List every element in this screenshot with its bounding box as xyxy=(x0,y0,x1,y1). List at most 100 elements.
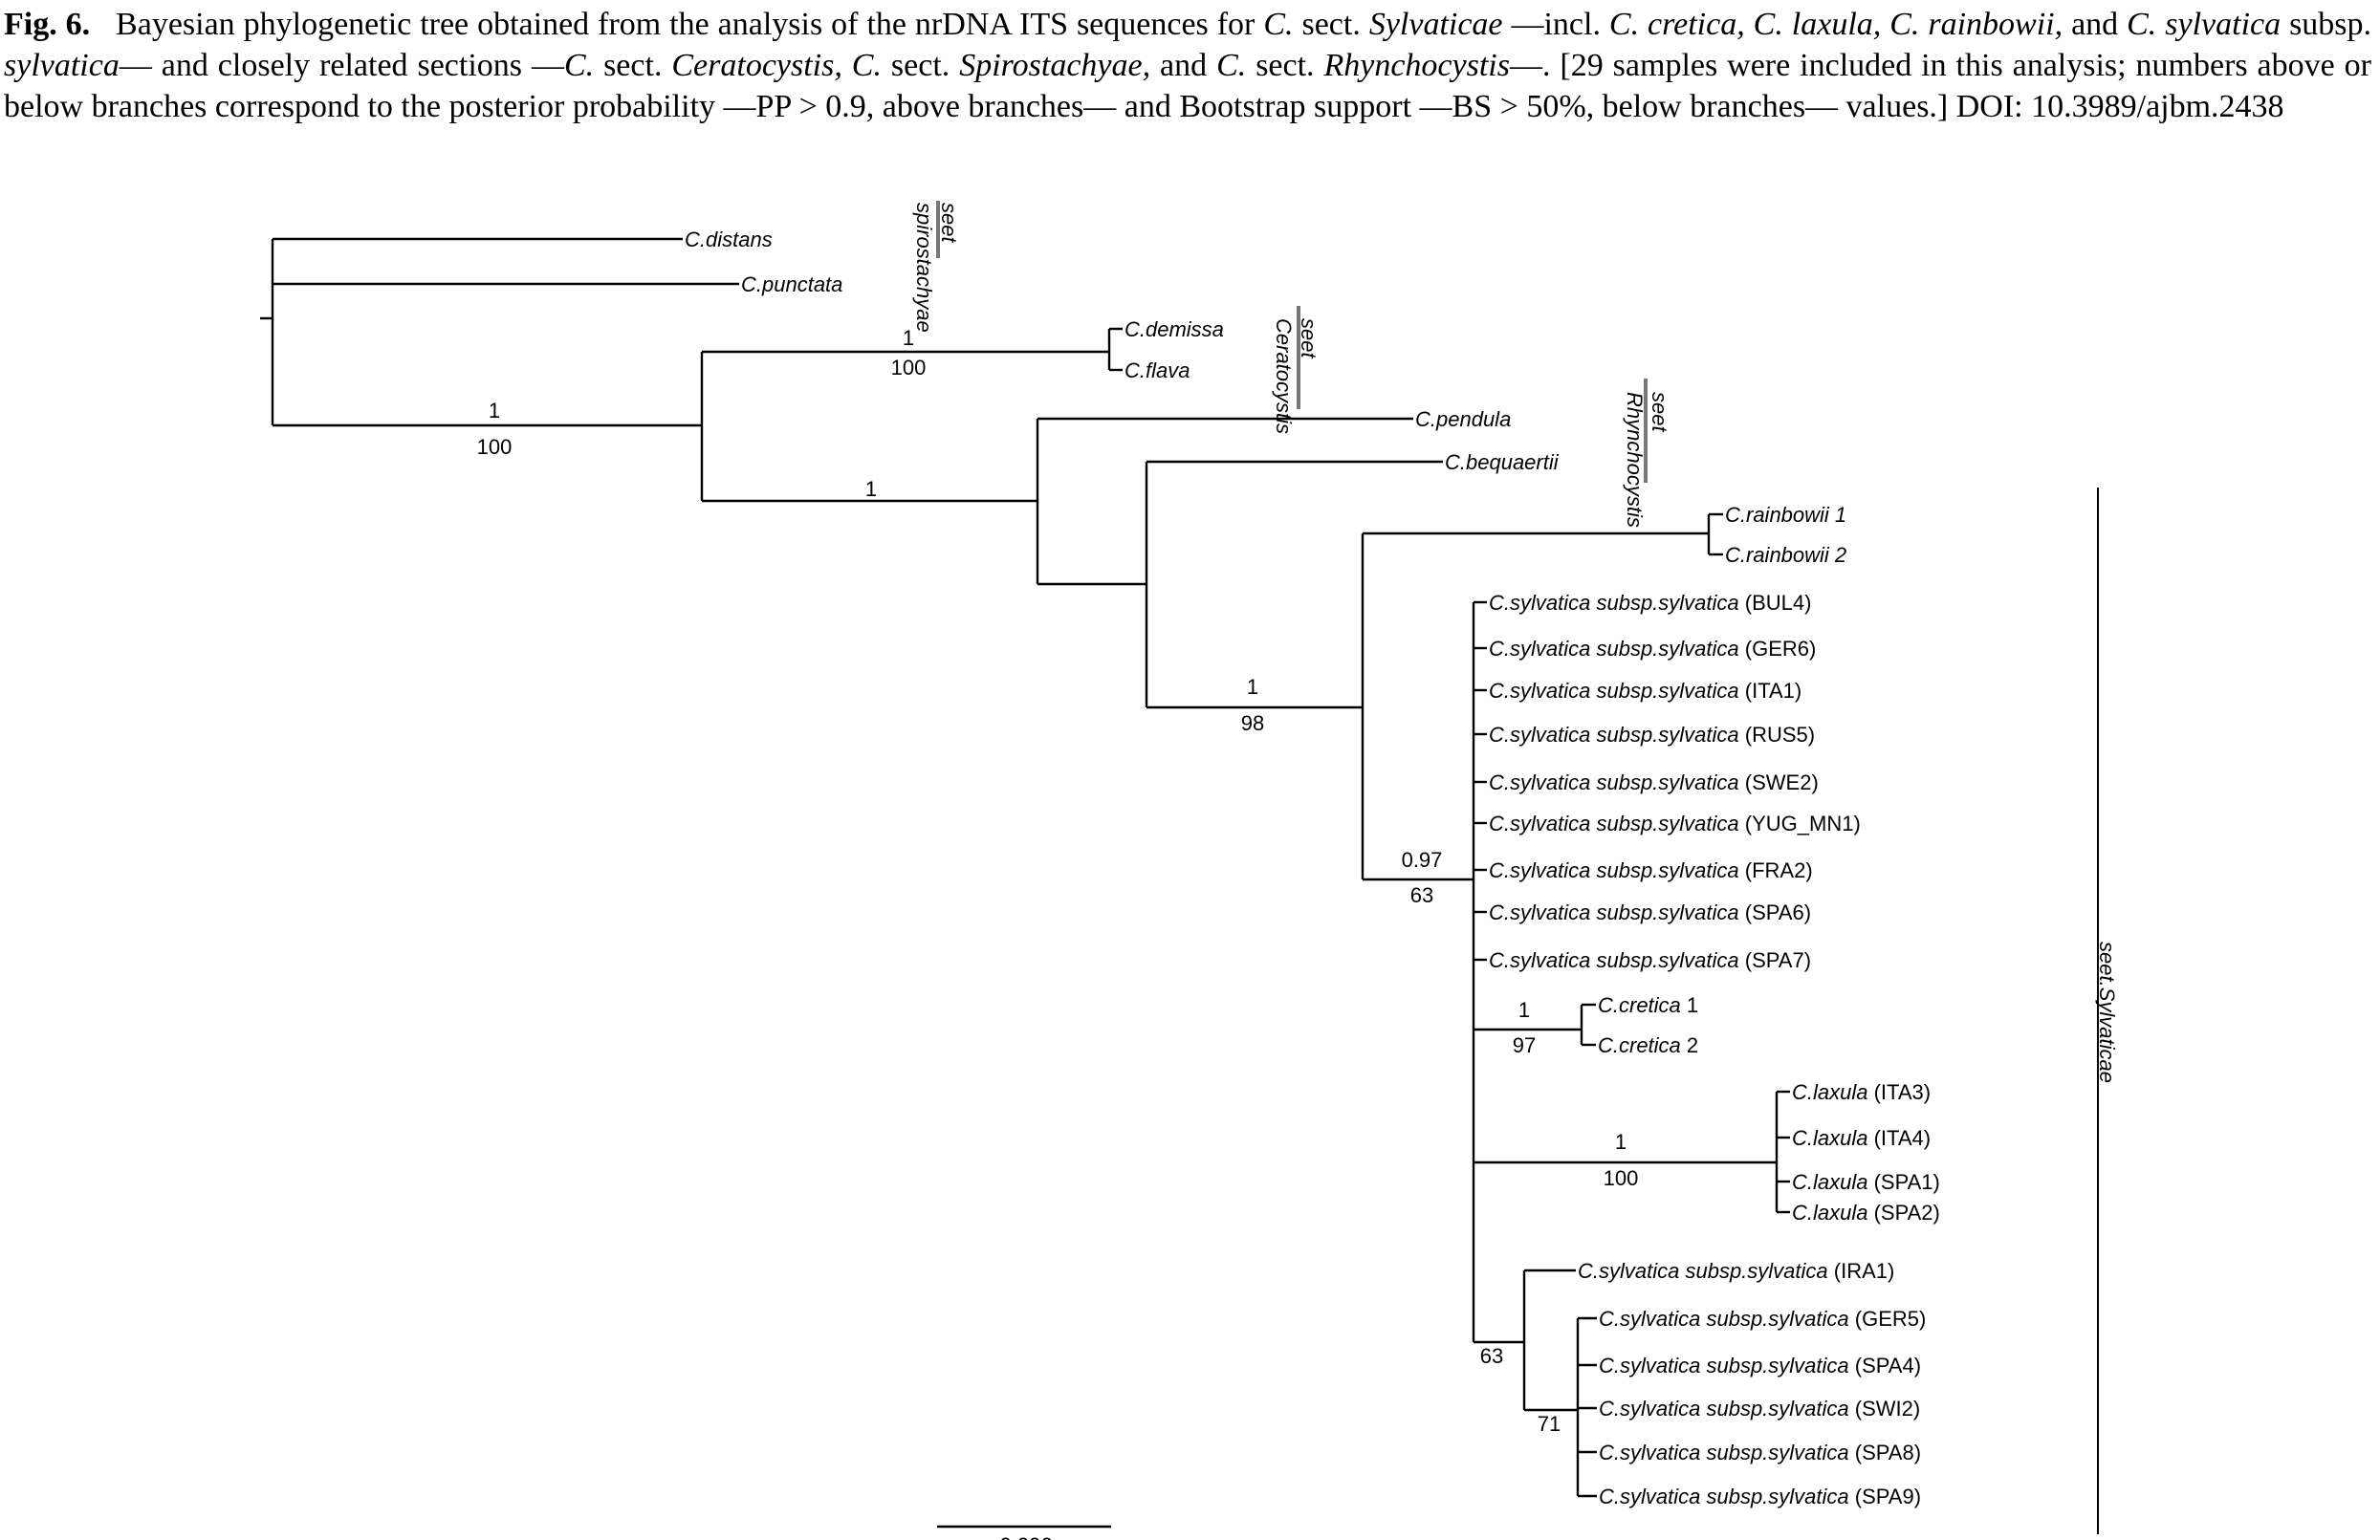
posterior-probability: 1 xyxy=(489,399,500,423)
caption-segment: C. xyxy=(563,48,595,83)
posterior-probability: 1 xyxy=(1247,675,1258,699)
tip-code: (SWE2) xyxy=(1739,770,1819,794)
tip-species: C.sylvatica subsp.sylvatica xyxy=(1489,948,1739,972)
caption-segment: C. cretica, C. laxula, C. rainbowii, xyxy=(1608,7,2063,42)
tip-label: C.distans xyxy=(685,228,773,251)
section-label-line2: spirostachyae xyxy=(912,203,936,333)
tip-label: C.rainbowii 1 xyxy=(1725,503,1846,527)
section-label: seetRhynchocystis xyxy=(1623,392,1671,528)
figure-label: Fig. 6. xyxy=(4,7,91,42)
tip-species: C.sylvatica subsp.sylvatica xyxy=(1599,1485,1849,1508)
tip-species: C.laxula xyxy=(1792,1201,1867,1225)
tip-species: C.sylvatica subsp.sylvatica xyxy=(1578,1259,1828,1283)
tip-label: C.demissa xyxy=(1124,317,1224,341)
tip-code: (ITA1) xyxy=(1739,679,1802,703)
section-label-line2: Ceratocystis xyxy=(1272,318,1296,434)
tip-code: (IRA1) xyxy=(1828,1259,1895,1283)
section-label-line1: seet xyxy=(937,203,961,243)
bootstrap-support: 100 xyxy=(1604,1166,1639,1190)
caption-text: Bayesian phylogenetic tree obtained from… xyxy=(4,7,2371,124)
tip-species: C.cretica xyxy=(1598,1033,1681,1057)
section-label: seet.Sylvaticae xyxy=(2095,942,2119,1083)
caption-segment: and xyxy=(1150,48,1217,83)
posterior-probability: 1 xyxy=(865,477,877,501)
tip-label: C.sylvatica subsp.sylvatica (SWI2) xyxy=(1599,1397,1920,1421)
tip-species: C.sylvatica subsp.sylvatica xyxy=(1599,1354,1849,1377)
tip-code: (GER5) xyxy=(1849,1307,1927,1331)
tip-species: C.demissa xyxy=(1124,317,1224,341)
tip-species: C.bequaertii xyxy=(1445,450,1560,474)
tip-species: C.sylvatica subsp.sylvatica xyxy=(1489,812,1739,835)
tip-code: (SPA6) xyxy=(1739,900,1811,924)
bootstrap-support: 97 xyxy=(1513,1033,1536,1057)
caption-segment: —incl. xyxy=(1502,7,1609,42)
posterior-probability: 0.97 xyxy=(1402,848,1443,872)
tip-label: C.flava xyxy=(1124,358,1190,382)
tip-label: C.sylvatica subsp.sylvatica (SPA7) xyxy=(1489,948,1811,972)
tip-code: (YUG_MN1) xyxy=(1739,812,1861,835)
tip-code: (SPA9) xyxy=(1849,1485,1921,1508)
tip-label: C.laxula (SPA1) xyxy=(1792,1170,1940,1194)
section-label-line1: seet xyxy=(1297,318,1321,358)
bootstrap-support: 63 xyxy=(1480,1344,1503,1368)
tip-species: C.sylvatica subsp.sylvatica xyxy=(1489,637,1739,661)
posterior-probability: 1 xyxy=(1615,1130,1627,1154)
tip-species: C.sylvatica subsp.sylvatica xyxy=(1599,1397,1849,1421)
tip-code: (SPA8) xyxy=(1849,1441,1921,1464)
caption-segment: Ceratocystis, C. xyxy=(671,48,882,83)
tip-species: C.sylvatica subsp.sylvatica xyxy=(1489,900,1739,924)
tip-label: C.sylvatica subsp.sylvatica (GER5) xyxy=(1599,1307,1926,1331)
tip-label: C.laxula (SPA2) xyxy=(1792,1201,1940,1225)
tip-species: C.sylvatica subsp.sylvatica xyxy=(1599,1307,1849,1331)
caption-segment: Sylvaticae xyxy=(1368,7,1503,42)
tip-label: C.sylvatica subsp.sylvatica (SWE2) xyxy=(1489,770,1819,794)
tip-code: (BUL4) xyxy=(1739,591,1812,615)
tip-code: (ITA3) xyxy=(1867,1080,1931,1104)
tip-code: (ITA4) xyxy=(1867,1126,1931,1150)
tip-label: C.cretica 2 xyxy=(1598,1033,1698,1057)
caption-segment: sect. xyxy=(1246,48,1324,83)
tip-label: C.laxula (ITA4) xyxy=(1792,1126,1931,1150)
caption-segment: Bayesian phylogenetic tree obtained from… xyxy=(116,7,1264,42)
bootstrap-support: 100 xyxy=(477,435,513,459)
posterior-probability: 1 xyxy=(1518,998,1530,1022)
tip-species: C.sylvatica subsp.sylvatica xyxy=(1489,723,1739,747)
tip-label: C.sylvatica subsp.sylvatica (BUL4) xyxy=(1489,591,1811,615)
tip-species: C.rainbowii 1 xyxy=(1725,503,1846,527)
caption-segment: — and closely related sections — xyxy=(119,48,564,83)
tip-species: C.laxula xyxy=(1792,1080,1867,1104)
bootstrap-support: 63 xyxy=(1410,883,1433,907)
tip-label: C.sylvatica subsp.sylvatica (SPA6) xyxy=(1489,900,1811,924)
scale-bar-label: 0.006 xyxy=(999,1533,1052,1540)
tip-species: C.laxula xyxy=(1792,1126,1867,1150)
tip-label: C.sylvatica subsp.sylvatica (SPA8) xyxy=(1599,1441,1921,1464)
caption-segment: C. sylvatica xyxy=(2127,7,2282,42)
tip-label: C.sylvatica subsp.sylvatica (SPA4) xyxy=(1599,1354,1921,1377)
tip-label: C.sylvatica subsp.sylvatica (FRA2) xyxy=(1489,858,1813,882)
tip-species: C.sylvatica subsp.sylvatica xyxy=(1489,770,1739,794)
caption-segment: C. xyxy=(1263,7,1294,42)
tip-species: C.rainbowii 2 xyxy=(1725,543,1846,567)
caption-segment: sect. xyxy=(1293,7,1369,42)
caption-segment: —. [29 samples were included in this ana… xyxy=(4,48,2371,124)
tip-code: (SPA4) xyxy=(1849,1354,1921,1377)
tip-label: C.sylvatica subsp.sylvatica (ITA1) xyxy=(1489,679,1801,703)
section-label: seetspirostachyae xyxy=(912,203,961,333)
tip-code: (GER6) xyxy=(1739,637,1817,661)
section-label-line1: seet.Sylvaticae xyxy=(2095,942,2119,1083)
tip-species: C.flava xyxy=(1124,358,1190,382)
tip-label: C.laxula (ITA3) xyxy=(1792,1080,1931,1104)
section-label: seetCeratocystis xyxy=(1272,318,1321,434)
tip-species: C.distans xyxy=(685,228,773,251)
tip-code: 2 xyxy=(1681,1033,1698,1057)
tip-label: C.sylvatica subsp.sylvatica (SPA9) xyxy=(1599,1485,1921,1508)
section-label-line2: Rhynchocystis xyxy=(1623,392,1647,528)
tip-code: (FRA2) xyxy=(1739,858,1813,882)
tip-label: C.sylvatica subsp.sylvatica (IRA1) xyxy=(1578,1259,1894,1283)
bootstrap-support: 71 xyxy=(1538,1412,1561,1436)
tip-label: C.pendula xyxy=(1415,407,1511,431)
caption-segment: C. xyxy=(1216,48,1247,83)
tip-code: 1 xyxy=(1681,993,1698,1017)
tip-label: C.rainbowii 2 xyxy=(1725,543,1846,567)
